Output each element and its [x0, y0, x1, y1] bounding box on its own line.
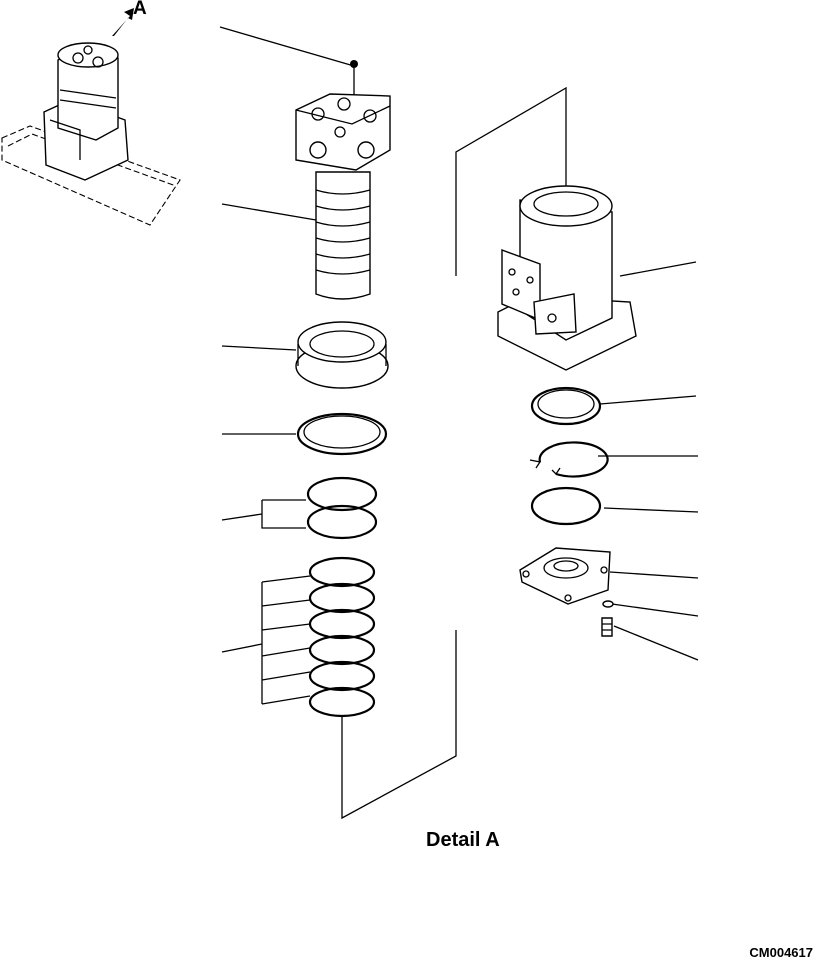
snap-ring: [529, 441, 609, 478]
washer: [602, 600, 614, 608]
center-shaft-assembly: [295, 60, 391, 300]
inset-overview: [1, 8, 181, 226]
leader-lines: [219, 26, 699, 820]
dust-seal: [295, 321, 389, 389]
o-ring-large: [296, 412, 388, 456]
o-ring-right-2: [530, 486, 602, 526]
o-rings-pair: [306, 476, 378, 540]
view-label: A: [133, 0, 147, 19]
cover-plate: [519, 547, 611, 605]
bolt: [601, 617, 613, 637]
o-ring-right-1: [530, 386, 602, 426]
figure-code: CM004617: [749, 945, 813, 960]
detail-caption: Detail A: [426, 829, 500, 851]
seal-ring-stack: [308, 556, 376, 718]
swivel-joint-body: [497, 185, 637, 371]
view-arrow-icon: [112, 8, 134, 36]
